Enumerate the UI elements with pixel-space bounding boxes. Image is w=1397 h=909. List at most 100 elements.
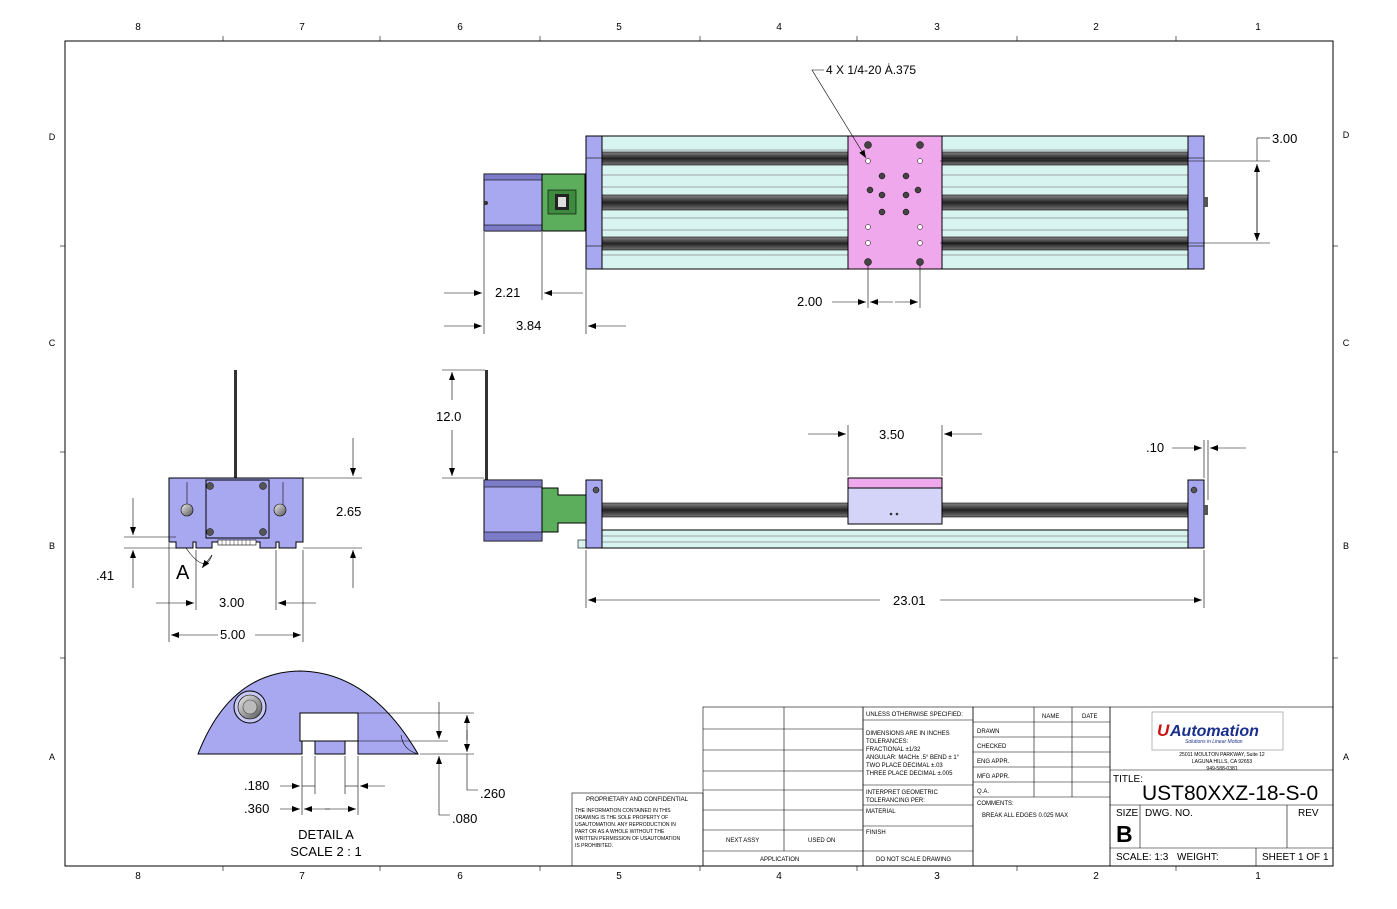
signoff-drawn: DRAWN xyxy=(977,729,999,735)
zone-right-a: A xyxy=(1343,752,1349,762)
front-carriage xyxy=(847,487,943,525)
zone-bottom-6: 6 xyxy=(457,871,463,882)
dim-end-gap: .10 xyxy=(1146,440,1164,455)
zone-labels-right: D C B A xyxy=(1343,130,1350,762)
zone-top-8: 8 xyxy=(135,22,141,33)
signoff-qa: Q.A. xyxy=(977,789,989,795)
detail-body xyxy=(197,670,419,755)
spec-line-6: THREE PLACE DECIMAL ±.005 xyxy=(866,771,953,777)
top-carriage xyxy=(847,135,943,270)
zone-bottom-1: 1 xyxy=(1255,871,1261,882)
zone-top-6: 6 xyxy=(457,22,463,33)
zone-left-c: C xyxy=(49,338,56,348)
size-label: SIZE xyxy=(1116,808,1139,819)
zone-bottom-8: 8 xyxy=(135,871,141,882)
dim-carriage-holes: 2.00 xyxy=(797,294,822,309)
proprietary-line-2: DRAWING IS THE SOLE PROPERTY OF xyxy=(575,815,668,821)
front-end-block-left xyxy=(585,479,603,549)
detail-letter: A xyxy=(176,562,190,584)
proprietary-line-5: WRITTEN PERMISSION OF USAUTOMATION xyxy=(575,836,680,842)
zone-bottom-7: 7 xyxy=(299,871,305,882)
company-logo: U Automation Solutions in Linear Motion xyxy=(1151,711,1284,751)
zone-left-d: D xyxy=(49,132,56,142)
next-assy-label: NEXT ASSY xyxy=(726,838,759,844)
zone-bottom-3: 3 xyxy=(934,871,940,882)
front-carriage-top xyxy=(847,477,943,489)
detail-a: .180 .360 .260 .080 DETAIL A SCALE 2 : 1 xyxy=(197,670,505,859)
drawing-title: UST80XXZ-18-S-0 xyxy=(1142,782,1318,805)
rev-label: REV xyxy=(1298,808,1319,819)
proprietary-line-4: PART OR AS A WHOLE WITHOUT THE xyxy=(575,829,665,835)
dim-carriage-length: 3.50 xyxy=(879,427,904,442)
top-view: 4 X 1/4-20 Ȧ.375 3.00 2.00 2.21 3.84 xyxy=(444,63,1297,334)
company-address-1: 25011 MOULTON PARKWAY, Suite 12 xyxy=(1179,752,1265,758)
comments-label: COMMENTS: xyxy=(977,801,1014,807)
zone-right-c: C xyxy=(1343,338,1350,348)
spec-line-3: FRACTIONAL ±1/32 xyxy=(866,747,921,753)
zone-top-2: 2 xyxy=(1093,22,1099,33)
top-end-block-right xyxy=(1187,135,1205,270)
signoff-name-col: NAME xyxy=(1042,714,1059,720)
spec-header: UNLESS OTHERWISE SPECIFIED: xyxy=(866,712,963,718)
end-cable xyxy=(234,370,237,480)
title-label: TITLE: xyxy=(1113,774,1143,785)
end-motor-face xyxy=(205,479,270,539)
zone-ticks xyxy=(60,36,1338,871)
spec-line-2: TOLERANCES: xyxy=(866,739,909,745)
signoff-date-col: DATE xyxy=(1082,714,1098,720)
signoff-checked: CHECKED xyxy=(977,744,1007,750)
zone-top-5: 5 xyxy=(616,22,622,33)
title-block: PROPRIETARY AND CONFIDENTIAL THE INFORMA… xyxy=(571,706,1334,867)
zone-top-7: 7 xyxy=(299,22,305,33)
zone-bottom-5: 5 xyxy=(616,871,622,882)
zone-top-4: 4 xyxy=(776,22,782,33)
proprietary-line-1: THE INFORMATION CONTAINED IN THIS xyxy=(575,808,671,814)
proprietary-line-6: IS PROHIBITED. xyxy=(575,843,613,849)
zone-bottom-4: 4 xyxy=(776,871,782,882)
application-label: APPLICATION xyxy=(760,857,799,863)
spec-interpret-2: TOLERANCING PER: xyxy=(866,798,925,804)
weight-label: WEIGHT: xyxy=(1177,852,1219,863)
zone-right-b: B xyxy=(1343,541,1349,551)
end-view: A 2.65 .41 3.00 5.00 xyxy=(96,370,362,642)
top-motor xyxy=(483,173,543,232)
top-end-block-left xyxy=(585,135,603,270)
proprietary-line-3: USAUTOMATION. ANY REPRODUCTION IN xyxy=(575,822,676,828)
front-coupler xyxy=(541,487,587,533)
spec-line-1: DIMENSIONS ARE IN INCHES xyxy=(866,731,950,737)
detail-scale: SCALE 2 : 1 xyxy=(290,844,362,859)
do-not-scale: DO NOT SCALE DRAWING xyxy=(876,857,951,863)
logo-tagline: Solutions in Linear Motion xyxy=(1185,739,1243,745)
dim-slot-opening: .360 xyxy=(244,801,269,816)
logo-automation: Automation xyxy=(1169,723,1259,740)
zone-right-d: D xyxy=(1343,130,1350,140)
company-phone: 949-588-0381 xyxy=(1206,766,1237,772)
spec-line-4: ANGULAR: MACH± .5° BEND ± 1° xyxy=(866,755,960,761)
zone-bottom-2: 2 xyxy=(1093,871,1099,882)
front-rail-body xyxy=(585,529,1205,549)
used-on-label: USED ON xyxy=(808,838,835,844)
scale-value: SCALE: 1:3 xyxy=(1116,852,1169,863)
zone-left-b: B xyxy=(49,541,55,551)
dim-slot-depth: .260 xyxy=(480,786,505,801)
zone-left-a: A xyxy=(49,752,55,762)
carriage-holes xyxy=(864,141,924,266)
sheet-value: SHEET 1 OF 1 xyxy=(1262,852,1329,863)
dim-overall-length: 23.01 xyxy=(893,593,926,608)
signoff-mfg-appr: MFG APPR. xyxy=(977,774,1010,780)
dim-rail-spacing: 3.00 xyxy=(1272,131,1297,146)
zone-top-3: 3 xyxy=(934,22,940,33)
proprietary-heading: PROPRIETARY AND CONFIDENTIAL xyxy=(586,797,689,803)
hole-callout: 4 X 1/4-20 Ȧ.375 xyxy=(826,63,916,77)
dim-motor-overall: 3.84 xyxy=(516,318,541,333)
front-view: 12.0 3.50 .10 23.01 xyxy=(436,369,1246,608)
dim-motor-length: 2.21 xyxy=(495,285,520,300)
zone-labels-bottom: 8 7 6 5 4 3 2 1 xyxy=(135,871,1261,882)
zone-labels-top: 8 7 6 5 4 3 2 1 xyxy=(135,22,1261,33)
dim-width: 5.00 xyxy=(220,627,245,642)
dim-slot-spacing: 3.00 xyxy=(219,595,244,610)
dim-base-height: .41 xyxy=(96,568,114,583)
spec-interpret: INTERPRET GEOMETRIC xyxy=(866,790,939,796)
comments-text: BREAK ALL EDGES 0.025 MAX xyxy=(982,813,1068,819)
